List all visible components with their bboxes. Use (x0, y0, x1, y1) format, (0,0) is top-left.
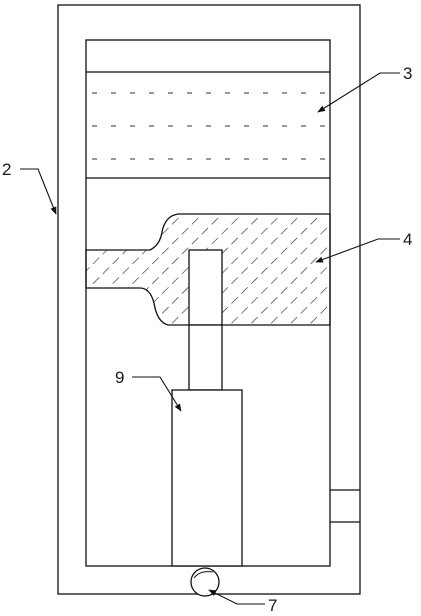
liquid-level-lines (92, 92, 326, 160)
side-port (330, 489, 360, 523)
roller-detail (193, 571, 214, 579)
label-7: 7 (268, 596, 277, 615)
leader-4 (315, 238, 400, 263)
label-4: 4 (403, 230, 412, 249)
label-3: 3 (403, 64, 412, 83)
leader-9 (132, 376, 182, 412)
cylinder (171, 389, 243, 567)
leader-7 (208, 589, 265, 605)
leader-2 (20, 168, 57, 215)
label-9: 9 (115, 368, 124, 387)
piston-rod (188, 324, 223, 391)
leader-3 (317, 72, 400, 113)
label-2: 2 (2, 160, 11, 179)
roller (190, 567, 220, 597)
rod-head (188, 249, 223, 326)
